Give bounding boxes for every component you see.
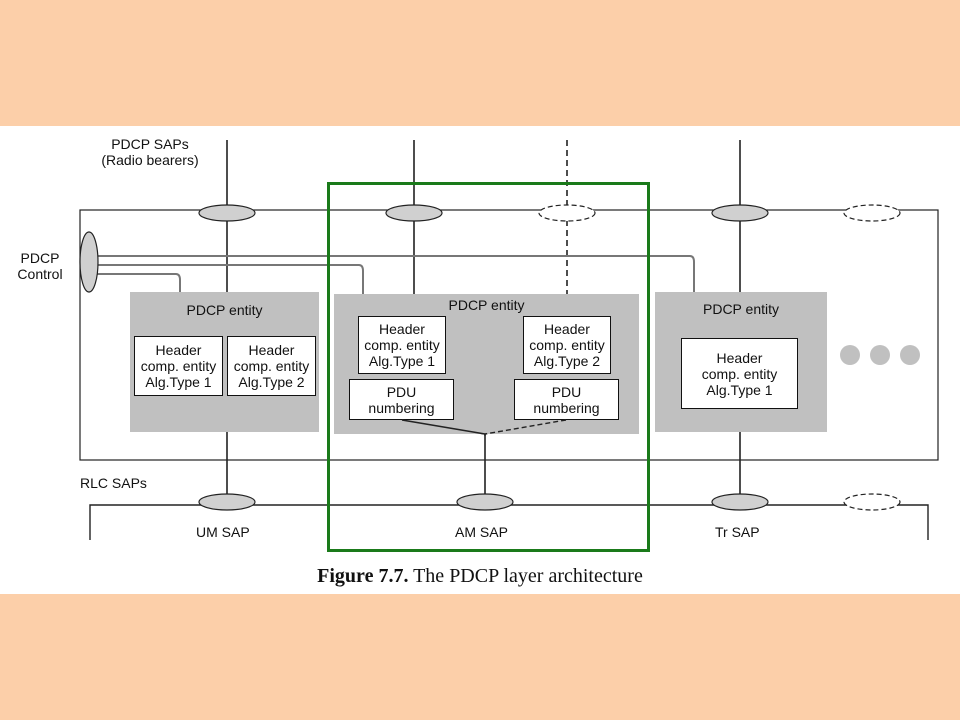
am-sap-label: AM SAP [455, 524, 508, 540]
control-line-3 [96, 273, 181, 292]
pdcp-entity-2-title: PDCP entity [448, 297, 525, 313]
pdu-numbering-2: PDU numbering [514, 379, 619, 420]
rlc-saps-label: RLC SAPs [80, 475, 147, 491]
dot-icon [870, 345, 890, 365]
sap-ellipse-top-2 [385, 204, 443, 222]
sap-ellipse-rlc-dashed [843, 493, 901, 511]
pdcp-entity-3: PDCP entity Header comp. entity Alg.Type… [655, 292, 827, 432]
figure-number: Figure 7.7. [317, 565, 409, 587]
sap-ellipse-top-1 [198, 204, 256, 222]
tr-sap-label: Tr SAP [715, 524, 760, 540]
pdcp-entity-1-title: PDCP entity [186, 302, 263, 318]
sap-ellipse-top-4 [711, 204, 769, 222]
pdcp-entity-3-title: PDCP entity [703, 301, 779, 317]
pdcp-layer-frame [79, 209, 939, 461]
pdcp-control-label: PDCP Control [17, 250, 63, 282]
figure-title: The PDCP layer architecture [413, 565, 643, 587]
pdcp-saps-label: PDCP SAPs (Radio bearers) [101, 136, 199, 168]
sap-ellipse-tr [711, 493, 769, 511]
pdcp-entity-2: PDCP entity Header comp. entity Alg.Type… [334, 294, 639, 434]
sap-ellipse-um [198, 493, 256, 511]
pdcp-entity-1: PDCP entity Header comp. entity Alg.Type… [130, 292, 319, 432]
pdu-numbering-1: PDU numbering [349, 379, 454, 420]
sap-ellipse-top-5-dashed [843, 204, 901, 222]
control-line-2 [96, 264, 364, 294]
header-comp-entity-alg1: Header comp. entity Alg.Type 1 [134, 336, 223, 396]
header-comp-entity-alg2: Header comp. entity Alg.Type 2 [523, 316, 611, 374]
um-sap-label: UM SAP [196, 524, 250, 540]
header-comp-entity-alg2: Header comp. entity Alg.Type 2 [227, 336, 316, 396]
figure-caption: Figure 7.7. The PDCP layer architecture [0, 565, 960, 588]
control-line-1 [96, 255, 695, 292]
am-entity-highlight [327, 182, 650, 552]
sap-ellipse-top-3-dashed [538, 204, 596, 222]
pdcp-control-ellipse [79, 231, 99, 293]
sap-ellipse-am [456, 493, 514, 511]
header-comp-entity-alg1: Header comp. entity Alg.Type 1 [358, 316, 446, 374]
dot-icon [900, 345, 920, 365]
dot-icon [840, 345, 860, 365]
header-comp-entity-alg1: Header comp. entity Alg.Type 1 [681, 338, 798, 409]
